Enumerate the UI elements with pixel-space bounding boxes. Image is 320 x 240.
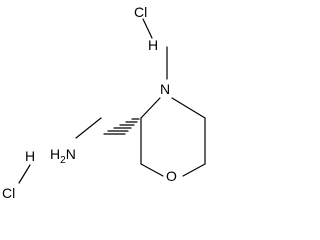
ring-bond-c6-o (182, 163, 206, 177)
hcl-top: Cl H (134, 4, 158, 53)
amine-group: H2N (50, 146, 76, 166)
stereo-hashed-wedge (103, 118, 140, 135)
ring-bond-n-c5 (171, 97, 206, 119)
ring-bond-o-c2 (140, 163, 164, 177)
hcl-bottom-bond (18, 164, 31, 184)
molecule-drawing: Cl H N O (2, 4, 206, 201)
ch2-amine-bond (75, 117, 102, 139)
hcl-top-bond (142, 18, 153, 39)
amine-h: H (50, 146, 60, 162)
structure-canvas: Cl H N O (2, 4, 206, 201)
nitrogen-atom: N (160, 81, 170, 97)
hydrogen-atom-top: H (148, 37, 158, 53)
hydrogen-atom-bottom: H (25, 148, 35, 164)
amine-subscript: 2 (60, 155, 66, 166)
chlorine-atom-top: Cl (134, 4, 147, 20)
oxygen-atom: O (166, 168, 177, 184)
chlorine-atom-bottom: Cl (2, 185, 15, 201)
morpholine-ring: N O (140, 46, 206, 184)
amine-n: N (66, 146, 76, 162)
hcl-bottom: H Cl (2, 148, 35, 201)
ring-bond-c3-n (140, 97, 161, 119)
